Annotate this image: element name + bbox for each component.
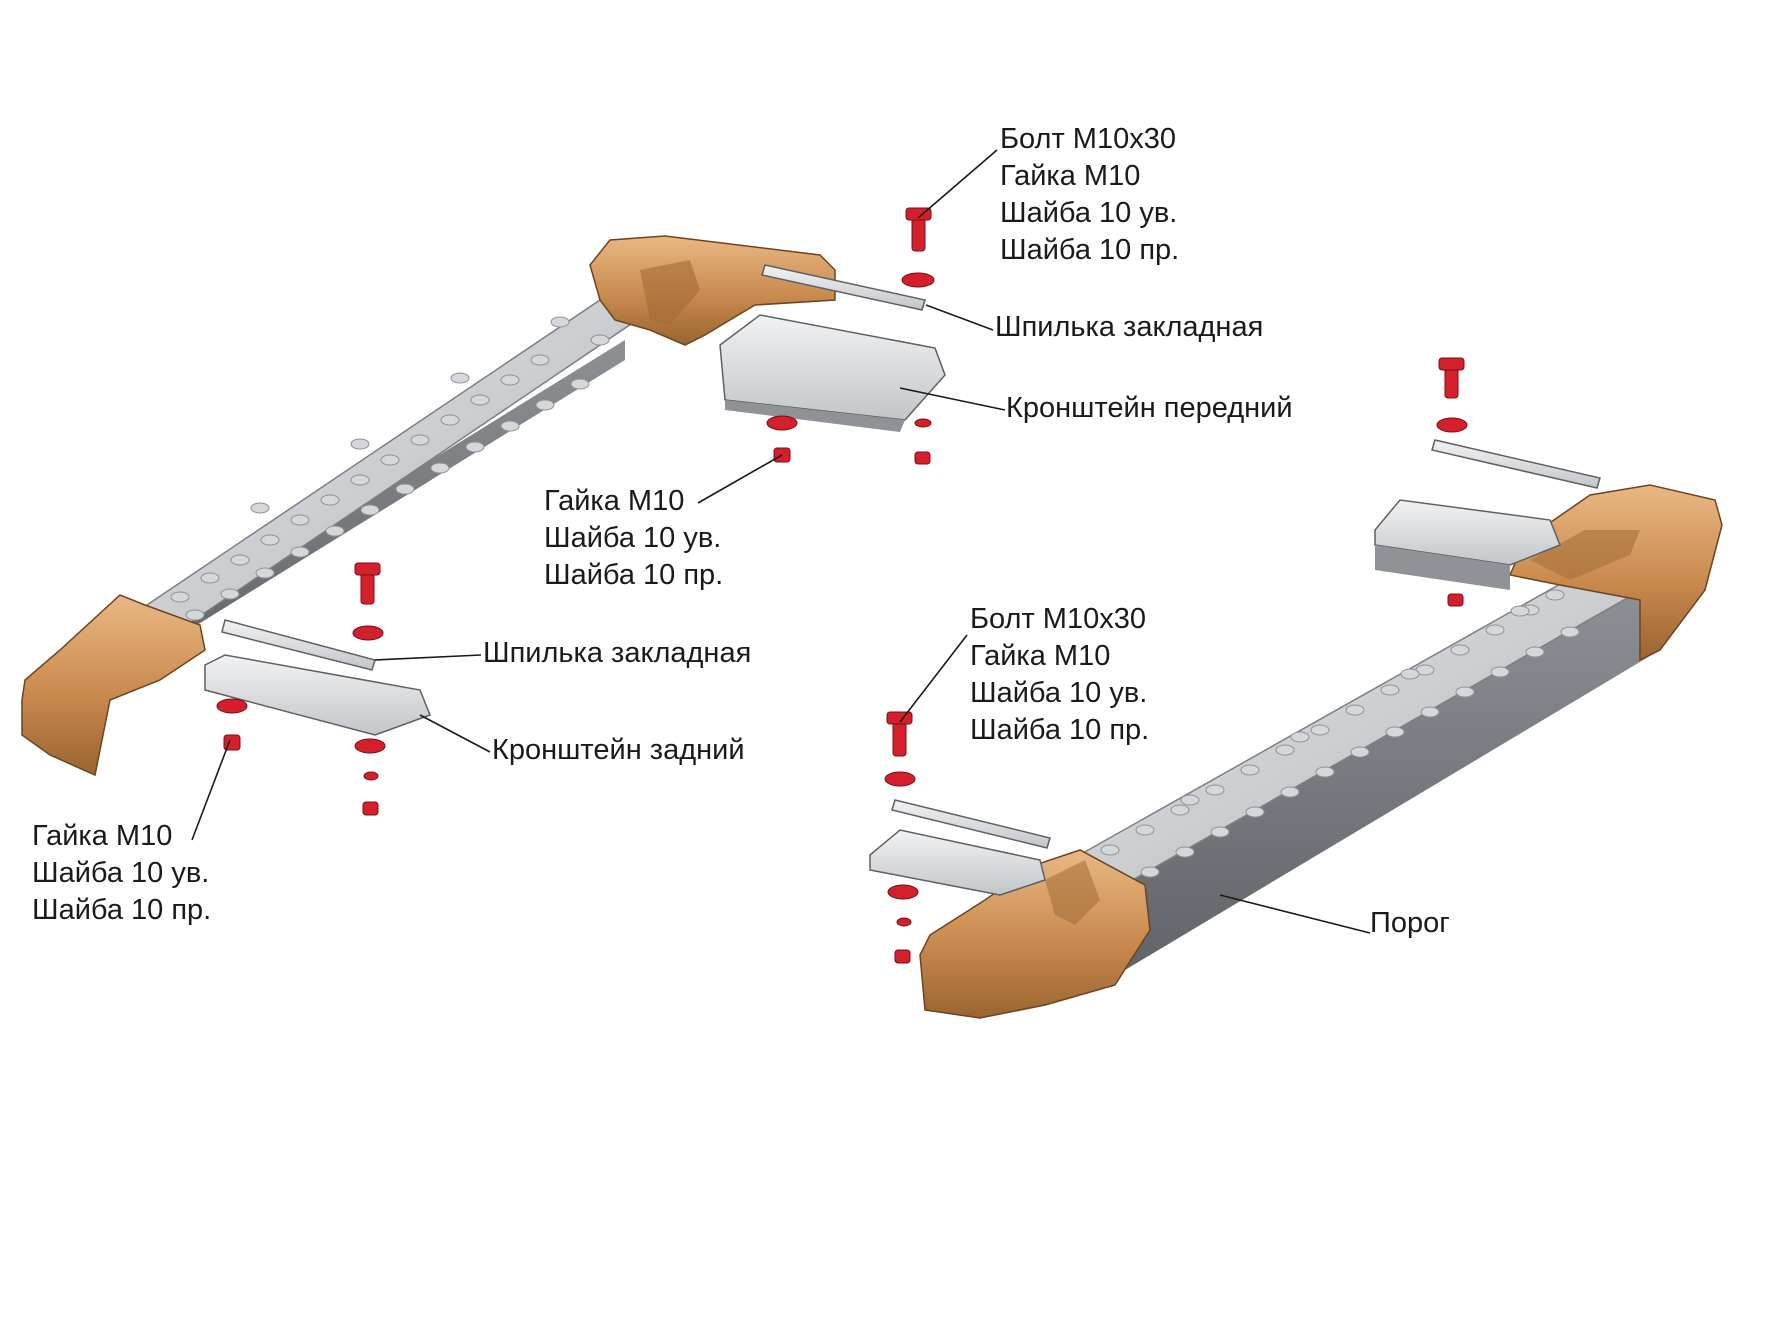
- step-side-right: [1070, 585, 1660, 985]
- bracket-rear-plate: [204, 654, 431, 736]
- stud-rear-left: [221, 619, 376, 671]
- stud-front-right: [1431, 439, 1601, 489]
- callout-bracket-rear: Кронштейн задний: [492, 734, 745, 766]
- bracket-rear-right-plate: [869, 829, 1046, 896]
- callout-stud-front: Шпилька закладная: [995, 311, 1264, 343]
- stud-rear-right: [891, 799, 1051, 849]
- step-dimples-right: [1100, 589, 1580, 878]
- callout-front-fasteners: Болт М10х30 Гайка М10 Шайба 10 ув. Шайба…: [1000, 123, 1180, 266]
- bracket-rear-left: [204, 619, 431, 736]
- washer-icon: [766, 415, 798, 431]
- bracket-front-right: [1374, 439, 1601, 590]
- callout-stud-rear: Шпилька закладная: [483, 637, 752, 669]
- callout-nut-group-left: Гайка М10 Шайба 10 ув. Шайба 10 пр.: [32, 820, 212, 926]
- bracket-rear-right: [869, 799, 1051, 896]
- stud-front-left: [761, 264, 926, 311]
- leader-lines: [191, 149, 1371, 934]
- running-board-right: [919, 484, 1723, 1019]
- washer-icon: [901, 272, 935, 288]
- step-dimples-left: [115, 316, 610, 642]
- running-board-left: [21, 235, 836, 777]
- end-cap-front-right: [1508, 484, 1723, 662]
- bracket-front-left: [719, 264, 946, 432]
- callout-fasteners-right: Болт М10х30 Гайка М10 Шайба 10 ув. Шайба…: [970, 603, 1150, 746]
- callout-nut-group-mid: Гайка М10 Шайба 10 ув. Шайба 10 пр.: [544, 485, 724, 591]
- end-cap-rear-left: [21, 594, 206, 777]
- callout-bracket-front: Кронштейн передний: [1006, 392, 1293, 424]
- callout-step: Порог: [1370, 907, 1450, 939]
- fasteners: [216, 207, 1468, 964]
